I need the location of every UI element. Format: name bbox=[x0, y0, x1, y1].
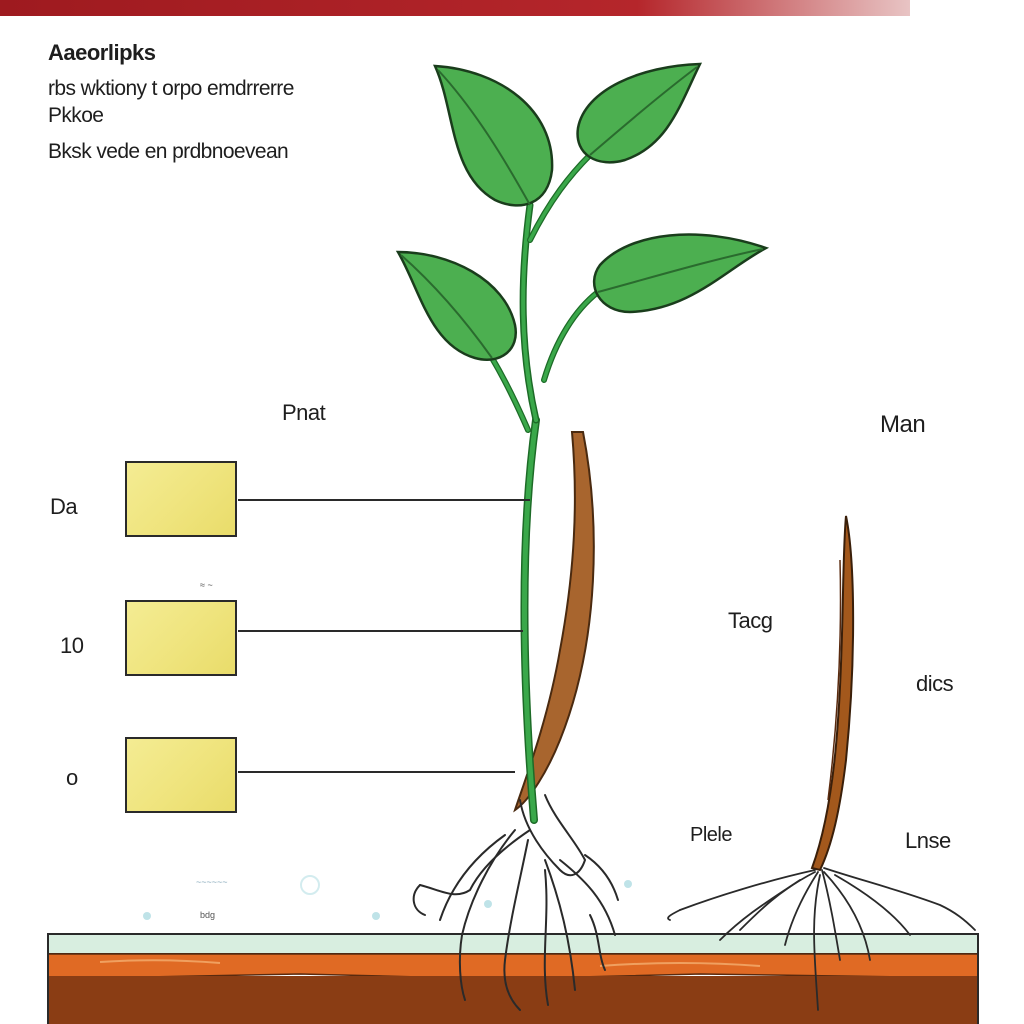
label-box-1[interactable] bbox=[125, 461, 237, 537]
label-plant-right: Man bbox=[880, 411, 926, 438]
label-right-1: Tacg bbox=[728, 608, 773, 633]
small-note-2: ~~~~~~ bbox=[196, 877, 228, 887]
water-droplets bbox=[143, 875, 632, 920]
leader-lines bbox=[238, 499, 530, 773]
label-box-2[interactable] bbox=[125, 600, 237, 676]
taproot-stick bbox=[513, 431, 595, 813]
soil-bed bbox=[47, 933, 979, 1024]
label-plant-left: Pnat bbox=[282, 400, 326, 425]
label-right-4: Lnse bbox=[905, 828, 951, 853]
header-accent-bar bbox=[0, 0, 910, 16]
leaves bbox=[395, 62, 770, 361]
leaf-mid-right bbox=[592, 233, 770, 314]
intro-text-line-3: Bksk vede en prdbnoevean bbox=[48, 140, 289, 163]
small-note-1: ≈ ~ bbox=[200, 580, 213, 590]
diagram-heading: Aaeorlipks bbox=[48, 40, 156, 65]
intro-text-line-1: rbs wktiony t orpo emdrrerre bbox=[48, 77, 294, 100]
label-box-1-text: Da bbox=[50, 494, 78, 519]
label-box-3[interactable] bbox=[125, 737, 237, 813]
left-plant-stem bbox=[489, 152, 601, 824]
right-plant-roots bbox=[667, 867, 976, 1011]
right-plant-stem bbox=[810, 515, 855, 872]
left-plant-roots bbox=[412, 794, 619, 1011]
label-box-2-text: 10 bbox=[60, 633, 84, 658]
label-box-3-text: o bbox=[66, 765, 78, 790]
right-plant bbox=[667, 515, 976, 1011]
label-right-2: dics bbox=[916, 671, 954, 696]
small-note-3: bdg bbox=[200, 910, 216, 920]
intro-text-line-2: Pkkoe bbox=[48, 104, 104, 127]
soil-orange-layer bbox=[47, 953, 979, 980]
label-right-3: Plele bbox=[690, 824, 732, 846]
